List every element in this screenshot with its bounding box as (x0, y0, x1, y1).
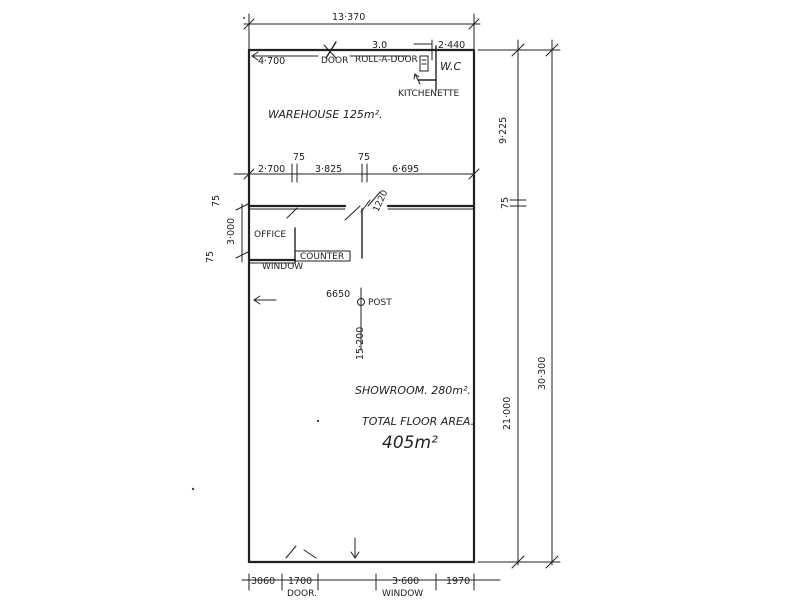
total-floor-area-value: 405m² (382, 433, 438, 453)
top-left-dim: 4·700 (258, 56, 285, 67)
bottom-dim-1: 3060 (251, 576, 275, 587)
partition-wall: 1220 (247, 189, 476, 259)
bottom-dim-2: 1700 (288, 576, 312, 587)
post: 6650 POST 15·200 (253, 287, 392, 360)
bottom-door-label: DOOR. (287, 589, 317, 599)
office-label: OFFICE (254, 230, 286, 240)
post-y-dim: 15·200 (355, 327, 366, 360)
warehouse-depth-dim: 9·225 (498, 117, 509, 144)
bottom-dim-4: 1970 (446, 576, 470, 587)
speck-1 (191, 487, 195, 491)
mid-a-dim: 2·700 (258, 164, 285, 175)
counter-label: COUNTER (300, 252, 344, 262)
bottom-window-label: WINDOW (382, 589, 423, 599)
partition-gap-dim: 75 (500, 197, 511, 209)
speck-2 (316, 419, 320, 423)
building-outline (247, 48, 476, 564)
office-gap-bottom-dim: 75 (205, 251, 216, 263)
showroom-depth-dim: 21·000 (502, 397, 513, 430)
office-gap-top-dim: 75 (211, 195, 222, 207)
top-wall-details: 4·700 3.0 2·440 DOOR ROLL-A-DOOR W.C KIT… (251, 39, 465, 99)
door-label: DOOR (321, 56, 348, 66)
speck-3 (243, 17, 245, 19)
mid-b-dim: 3·825 (315, 164, 342, 175)
kitchenette-label: KITCHENETTE (398, 89, 460, 99)
office-window-label: WINDOW (262, 262, 303, 272)
top-right-dim: 2·440 (438, 40, 465, 51)
showroom-label: SHOWROOM. 280m². (355, 384, 471, 397)
door-swing-dim: 1220 (372, 189, 391, 214)
office-depth-dim: 3·000 (226, 218, 237, 245)
gap-b-dim: 75 (358, 152, 370, 163)
post-label: POST (368, 298, 392, 308)
post-x-dim: 6650 (326, 289, 350, 300)
wc-label: W.C (440, 60, 461, 73)
overall-width-dimension: 13·370 (243, 12, 481, 51)
bottom-dim-3: 3·600 (392, 576, 419, 587)
overall-depth-dim: 30·300 (537, 357, 548, 390)
mid-dimension-line: 2·700 75 3·825 75 6·695 (233, 152, 480, 183)
warehouse-label: WAREHOUSE 125m². (268, 108, 382, 121)
office: OFFICE COUNTER WINDOW 75 3·000 75 (205, 195, 351, 272)
roll-door-dim: 3.0 (372, 40, 387, 51)
roll-a-door-label: ROLL-A-DOOR (355, 55, 418, 65)
gap-a-dim: 75 (293, 152, 305, 163)
bottom-dimension-line: 3060 1700 3·600 1970 DOOR. WINDOW (241, 573, 501, 599)
overall-width-label: 13·370 (332, 12, 365, 23)
right-dimensions: 9·225 75 21·000 30·300 (477, 39, 561, 569)
bottom-wall-details (285, 537, 360, 559)
total-floor-area-label: TOTAL FLOOR AREA. (362, 415, 474, 428)
mid-c-dim: 6·695 (392, 164, 419, 175)
